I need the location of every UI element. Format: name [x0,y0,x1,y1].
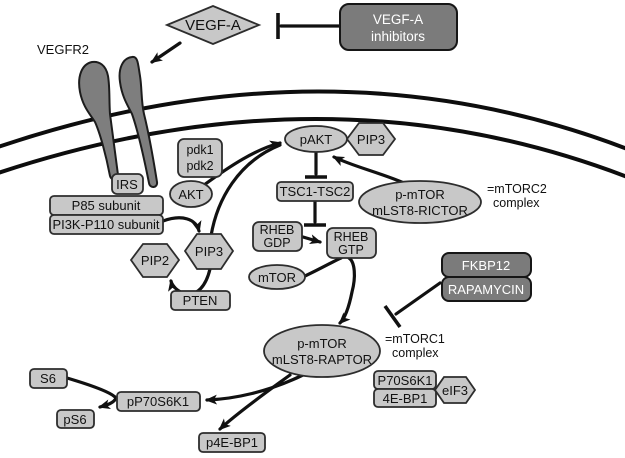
svg-text:PIP2: PIP2 [141,253,169,268]
mtorc1-note: =mTORC1 complex [385,332,445,360]
rhebgtp-to-mtorc1-arrow [338,256,356,325]
tsc-rheb-tbar [304,199,326,227]
svg-text:PIP3: PIP3 [357,132,385,147]
svg-text:GTP: GTP [338,243,364,257]
mtorc1-to-p4ebp1-arrow [218,373,292,431]
svg-text:pdk1: pdk1 [186,143,213,157]
rapamycin-mtorc1-tbar [383,281,442,329]
svg-text:S6: S6 [40,371,56,386]
pip3-membrane-node: PIP3 [345,122,397,156]
cell-membrane [0,89,625,179]
svg-text:PTEN: PTEN [183,293,218,308]
vegfa-to-receptor-arrow [150,41,182,64]
p70s6k1-node: P70S6K1 [373,370,437,390]
svg-text:complex: complex [493,196,540,210]
svg-text:complex: complex [392,346,439,360]
pi3k-p110-subunit-node: PI3K-P110 subunit [49,214,164,235]
vegfr2-receptor-icon [78,55,159,188]
svg-text:RAPAMYCIN: RAPAMYCIN [448,282,524,297]
svg-text:VEGF-A: VEGF-A [373,12,423,27]
mtorc2-to-pakt-arrow [332,155,406,185]
vegfr2-label: VEGFR2 [37,42,89,57]
svg-text:inhibitors: inhibitors [371,29,425,44]
svg-text:RHEB: RHEB [334,230,369,244]
svg-text:p-mTOR: p-mTOR [297,336,347,351]
inhibitors-block-vegfa-tbar [276,13,342,39]
pi3k-to-pip3-arrow [161,216,202,233]
pip3-to-pakt-arrow [209,143,282,238]
mtor-node: mTOR [248,264,306,290]
svg-text:PI3K-P110 subunit: PI3K-P110 subunit [53,218,161,232]
fkbp12-node: FKBP12 [441,252,532,278]
pakt-tsc-tbar [305,151,327,179]
p4ebp1-node: p4E-BP1 [198,432,266,453]
svg-text:p-mTOR: p-mTOR [395,187,445,202]
pathway-arrows [65,13,442,431]
rheb-gdp-node: RHEB GDP [252,221,303,252]
pp70s6k1-node: pP70S6K1 [116,391,201,412]
svg-text:pAKT: pAKT [300,132,333,147]
akt-to-pakt-arrow [202,140,282,187]
svg-text:PIP3: PIP3 [195,244,223,259]
pip2-node: PIP2 [129,243,181,278]
pdk-node: pdk1 pdk2 [177,138,223,178]
svg-text:pP70S6K1: pP70S6K1 [127,394,189,409]
svg-text:p4E-BP1: p4E-BP1 [206,435,258,450]
svg-text:TSC1-TSC2: TSC1-TSC2 [280,184,351,199]
gdp-to-gtp-arrow [301,234,322,244]
svg-text:RHEB: RHEB [260,223,295,237]
svg-text:P85 subunit: P85 subunit [72,198,141,213]
vegfa-label: VEGF-A [185,17,241,34]
s6-to-ps6-arrow [65,376,118,410]
vegfa-inhibitors-node: VEGF-A inhibitors [339,3,458,51]
eif3-node: eIF3 [433,376,477,404]
pten-node: PTEN [170,290,231,311]
svg-text:pS6: pS6 [63,412,86,427]
svg-text:=mTORC1: =mTORC1 [385,332,445,346]
rapamycin-node: RAPAMYCIN [441,276,532,302]
svg-text:P70S6K1: P70S6K1 [378,373,433,388]
pakt-node: pAKT [284,125,348,153]
vegfa-node: VEGF-A [164,5,262,45]
ps6-node: pS6 [56,409,95,429]
4ebp1-node: 4E-BP1 [373,388,437,408]
tsc1-tsc2-node: TSC1-TSC2 [276,181,354,202]
p85-subunit-node: P85 subunit [49,195,164,216]
svg-text:4E-BP1: 4E-BP1 [383,391,428,406]
svg-text:GDP: GDP [263,236,290,250]
svg-text:mTOR: mTOR [258,270,296,285]
svg-text:=mTORC2: =mTORC2 [487,182,547,196]
svg-text:eIF3: eIF3 [442,383,468,398]
svg-text:IRS: IRS [116,177,138,192]
s6-node: S6 [29,368,68,389]
akt-node: AKT [169,180,213,208]
svg-text:pdk2: pdk2 [186,159,213,173]
pip3-node: PIP3 [183,233,235,270]
svg-text:FKBP12: FKBP12 [462,258,510,273]
mtor-to-rhebgtp-line [303,256,343,278]
mtorc1-to-pp70s6k1-arrow [205,373,305,405]
rheb-gtp-node: RHEB GTP [326,227,377,259]
mtorc2-note: =mTORC2 complex [487,182,547,210]
svg-text:AKT: AKT [178,187,203,202]
svg-text:mLST8-RAPTOR: mLST8-RAPTOR [272,352,372,367]
mtorc2-node: p-mTOR mLST8-RICTOR [358,180,482,224]
irs-node: IRS [111,173,144,195]
mtorc1-node: p-mTOR mLST8-RAPTOR [263,324,381,378]
svg-text:mLST8-RICTOR: mLST8-RICTOR [372,203,468,218]
